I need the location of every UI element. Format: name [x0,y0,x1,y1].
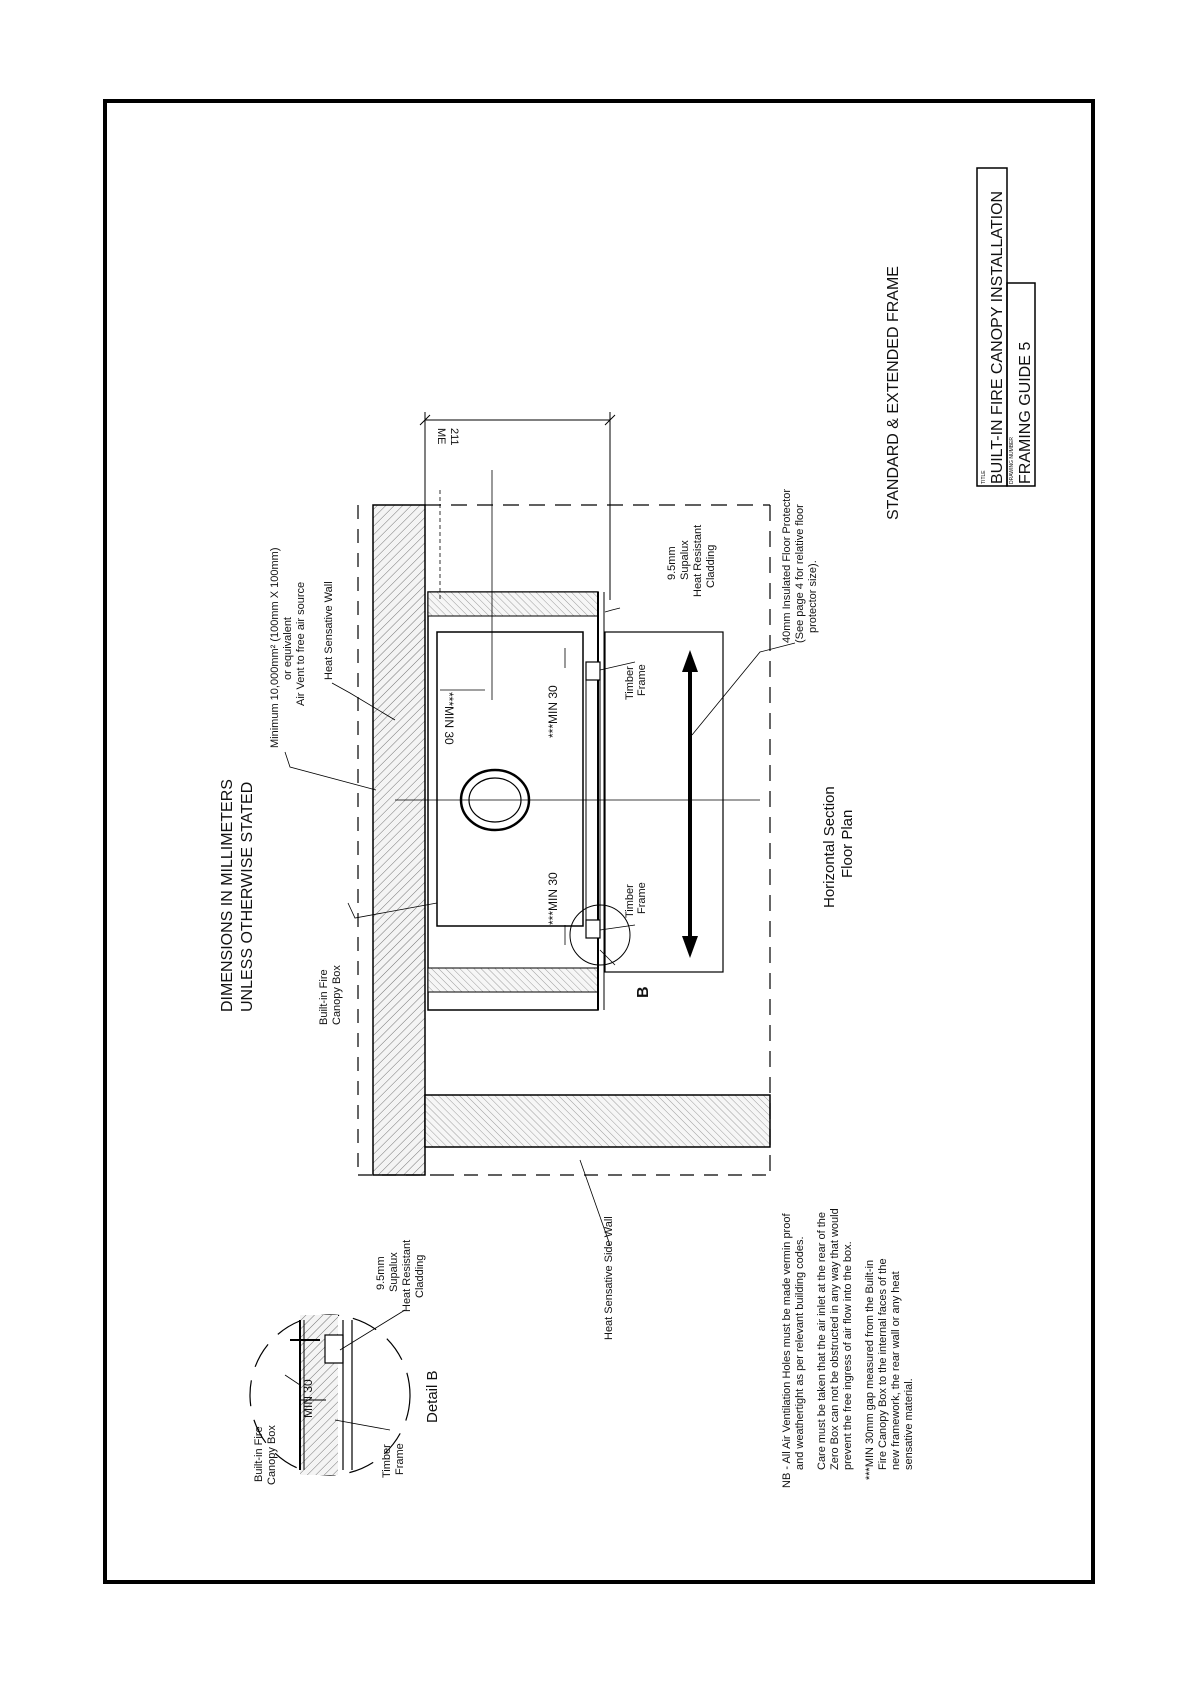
rear-wall [372,504,426,1176]
detail-b-marker: B [635,986,652,998]
side-wall [424,1094,771,1148]
air-vent-label-1: Minimum 10,000mm² (100mm X 100mm) [269,548,281,749]
dimensions-note-line-1: DIMENSIONS IN MILLIMETERS [219,779,236,1012]
canopy-box-label-1: Built-in Fire [318,969,330,1025]
floor-protector [604,631,724,973]
timber-post-right [585,661,601,681]
nb-note-line-2: and weathertight as per relevant buildin… [794,1236,806,1470]
detail-b: Built-in Fire Canopy Box MIN 30 9.5mm Su… [249,1240,441,1485]
care-note-line-2: Zero Box can not be obstructed in any wa… [829,1208,841,1470]
min-note-line-1: ***MIN 30mm gap measured from the Built-… [864,1260,876,1480]
title-caption: TITLE [981,470,987,484]
min30-right-label: ***MIN 30 [546,685,560,738]
supalux-label-2: Supalux [679,540,691,580]
drawing-number-caption: DRAWING NUMBER [1009,437,1015,484]
footnotes: NB - All Air Ventilation Holes must be m… [781,1208,915,1488]
min-note-line-2: Fire Canopy Box to the internal faces of… [877,1258,889,1470]
heat-sensitive-wall-label: Heat Sensative Wall [323,581,335,680]
side-wall-label: Heat Sensative Side Wall [603,1216,615,1340]
detail-b-callout-circle [569,904,631,966]
timber-frame-left-label-2: Frame [636,882,648,914]
timber-post-left [585,919,601,939]
detail-supalux-label-1: 9.5mm [375,1256,387,1290]
detail-min30-label: MIN 30 [301,1379,315,1418]
dimensions-note-line-2: UNLESS OTHERWISE STATED [239,782,256,1012]
air-vent-label-2: or equivalent [282,617,294,680]
detail-supalux-label-3: Heat Resistant [401,1240,413,1312]
min30-top-label: ***MIN 30 [442,692,456,745]
air-vent-label-3: Air Vent to free air source [295,582,307,706]
detail-timber-post [324,1334,344,1364]
drawing-number: FRAMING GUIDE 5 [1017,342,1034,484]
care-note-line-3: prevent the free ingress of air flow int… [842,1241,854,1470]
title-text: BUILT-IN FIRE CANOPY INSTALLATION [989,191,1006,484]
floor-protector-label-1: 40mm Insulated Floor Protector [781,489,793,643]
floor-plan: DIMENSIONS IN MILLIMETERS UNLESS OTHERWI… [219,412,856,1340]
detail-canopy-label-2: Canopy Box [266,1425,278,1485]
supalux-label-3: Heat Resistant [692,525,704,597]
section-title-1: Horizontal Section [821,786,838,908]
supalux-label-1: 9.5mm [666,546,678,580]
detail-supalux-label-2: Supalux [388,1252,400,1292]
timber-frame-right-label-2: Frame [636,664,648,696]
title-block: TITLE BUILT-IN FIRE CANOPY INSTALLATION … [976,167,1036,487]
detail-canopy-label-1: Built-in Fire [253,1426,265,1482]
section-title-2: Floor Plan [839,810,856,878]
nb-note-line-1: NB - All Air Ventilation Holes must be m… [781,1213,793,1488]
sheet-border [103,99,1095,1584]
min-note-line-4: sensative material. [903,1378,915,1470]
canopy-box-label-2: Canopy Box [331,965,343,1025]
detail-supalux-label-4: Cladding [414,1255,426,1298]
min-note-line-3: new framework, the rear wall or any heat [890,1271,902,1470]
timber-frame-left-label-1: Timber [624,884,636,918]
supalux-label-4: Cladding [705,545,717,588]
frame-title: STANDARD & EXTENDED FRAME [885,266,902,520]
detail-b-title: Detail B [424,1370,441,1423]
timber-frame-right-label-1: Timber [624,666,636,700]
dimension-suffix: ME [435,428,447,445]
detail-timber-label-2: Frame [394,1443,406,1475]
min30-left-label: ***MIN 30 [546,872,560,925]
floor-protector-label-2: (See page 4 for relative floor [794,504,806,643]
canopy-box [436,631,584,927]
detail-timber-label-1: Timber [381,1444,393,1478]
care-note-line-1: Care must be taken that the air inlet at… [816,1212,828,1470]
dimension-value: 211 [448,428,460,446]
floor-protector-label-3: protector size). [807,560,819,633]
